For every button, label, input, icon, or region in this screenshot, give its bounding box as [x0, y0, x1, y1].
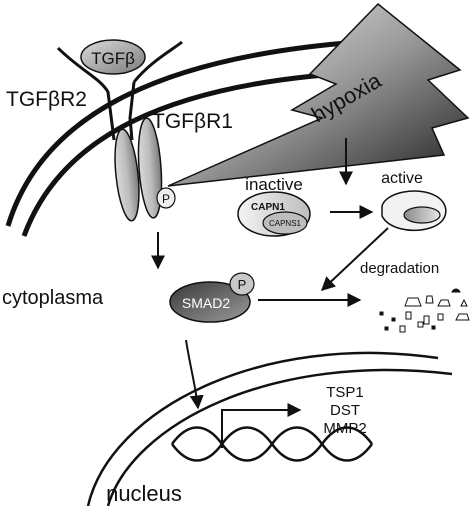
arrow-active-to-degradation — [320, 227, 389, 291]
degradation-fragments — [379, 288, 470, 333]
tgfb-ligand: TGFβ — [80, 39, 146, 75]
cytoplasma-label: cytoplasma — [2, 287, 104, 309]
capns1-label: CAPNS1 — [269, 219, 302, 228]
tgfb-label: TGFβ — [91, 49, 135, 68]
transcription-arrow — [221, 403, 302, 448]
gene-mmp2-label: MMP2 — [323, 420, 366, 437]
tgfbr2-label: TGFβR2 — [6, 88, 87, 111]
arrow-smad-to-nucleus — [185, 339, 204, 410]
hypoxia-bolt: hypoxia — [167, 2, 470, 187]
smad2-label: SMAD2 — [182, 295, 230, 311]
tgfbr1-receptor: P — [137, 117, 176, 219]
tgfbr2-receptor — [114, 128, 140, 222]
inactive-label: inactive — [245, 175, 303, 194]
degradation-label: degradation — [360, 260, 439, 277]
nuclear-envelope — [86, 351, 453, 506]
cell-membrane — [5, 39, 369, 237]
smad-p-label: P — [238, 277, 247, 292]
gene-dst-label: DST — [330, 402, 360, 419]
receptor-phospho-badge — [156, 187, 176, 209]
receptor-p-label: P — [162, 192, 170, 206]
calpain-inactive-complex: CAPN1 CAPNS1 — [237, 191, 311, 237]
smad-phospho-badge — [229, 272, 255, 296]
pathway-arrows — [151, 138, 389, 410]
capn1-label: CAPN1 — [251, 202, 285, 213]
nucleus-label: nucleus — [106, 481, 182, 506]
receptor-stalks — [56, 40, 183, 141]
gene-tsp1-label: TSP1 — [326, 384, 364, 401]
smad2-protein: SMAD2 P — [169, 272, 255, 323]
calpain-active — [381, 190, 447, 232]
tgfbr1-label: TGFβR1 — [152, 110, 233, 133]
dna-helix — [170, 426, 374, 462]
active-label: active — [381, 170, 423, 187]
